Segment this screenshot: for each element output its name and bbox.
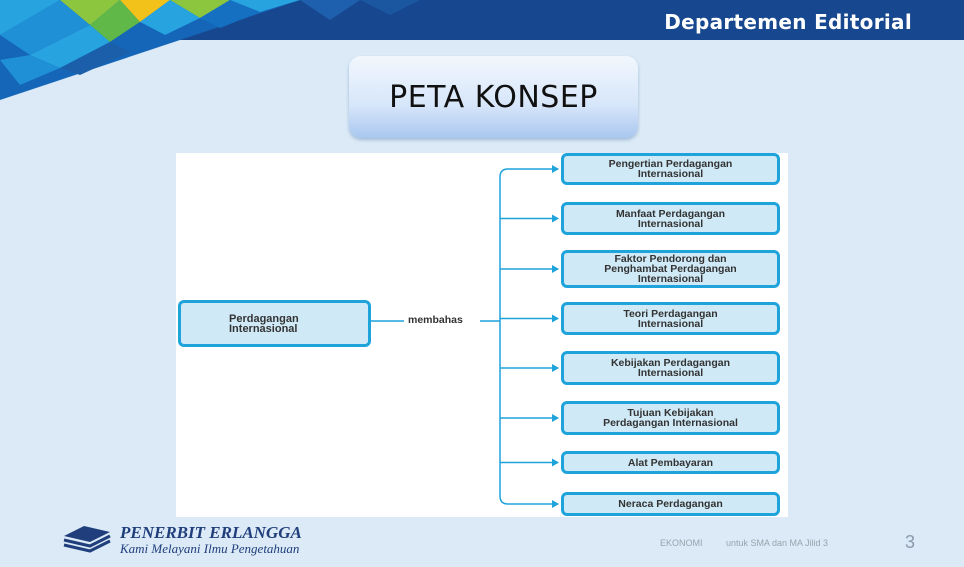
concept-map: Perdagangan Internasional membahas Penge… — [176, 153, 788, 517]
arrowhead — [552, 414, 559, 422]
branch-node: Alat Pembayaran — [561, 451, 780, 474]
publisher-logo — [62, 524, 112, 554]
page-title-box: PETA KONSEP — [349, 56, 638, 138]
footer-subject: EKONOMI — [660, 538, 703, 548]
branch-node-label: Teori Perdagangan Internasional — [623, 309, 717, 329]
publisher-tagline: Kami Melayani Ilmu Pengetahuan — [120, 541, 299, 557]
arrowhead — [552, 459, 559, 467]
branch-node: Faktor Pendorong dan Penghambat Perdagan… — [561, 250, 780, 288]
footer-book: untuk SMA dan MA Jilid 3 — [726, 538, 828, 548]
branch-node: Manfaat Perdagangan Internasional — [561, 202, 780, 235]
branch-node: Pengertian Perdagangan Internasional — [561, 153, 780, 185]
branch-node: Neraca Perdagangan — [561, 492, 780, 516]
arrowhead — [552, 265, 559, 273]
root-node-label: Perdagangan Internasional — [229, 314, 299, 334]
branch-node-label: Neraca Perdagangan — [618, 499, 722, 509]
arrowhead — [552, 315, 559, 323]
arrowhead — [552, 165, 559, 173]
branch-node: Teori Perdagangan Internasional — [561, 302, 780, 335]
branch-node-label: Kebijakan Perdagangan Internasional — [611, 358, 730, 378]
arrowhead — [552, 364, 559, 372]
page-title: PETA KONSEP — [389, 80, 598, 115]
branch-node-label: Manfaat Perdagangan Internasional — [616, 209, 725, 229]
spine-corner-top — [500, 169, 508, 177]
connector-label: membahas — [408, 314, 463, 326]
department-title: Departemen Editorial — [664, 10, 912, 34]
publisher-name: PENERBIT ERLANGGA — [120, 523, 302, 543]
page-number: 3 — [905, 532, 915, 553]
spine-corner-bottom — [500, 496, 508, 504]
branch-node-label: Pengertian Perdagangan Internasional — [609, 159, 733, 179]
branch-node-label: Tujuan Kebijakan Perdagangan Internasion… — [603, 408, 738, 428]
arrowhead — [552, 215, 559, 223]
branch-node-label: Alat Pembayaran — [628, 458, 713, 468]
branch-node: Tujuan Kebijakan Perdagangan Internasion… — [561, 401, 780, 435]
branch-node: Kebijakan Perdagangan Internasional — [561, 351, 780, 385]
arrowhead — [552, 500, 559, 508]
root-node: Perdagangan Internasional — [178, 300, 371, 347]
branch-node-label: Faktor Pendorong dan Penghambat Perdagan… — [604, 254, 736, 284]
